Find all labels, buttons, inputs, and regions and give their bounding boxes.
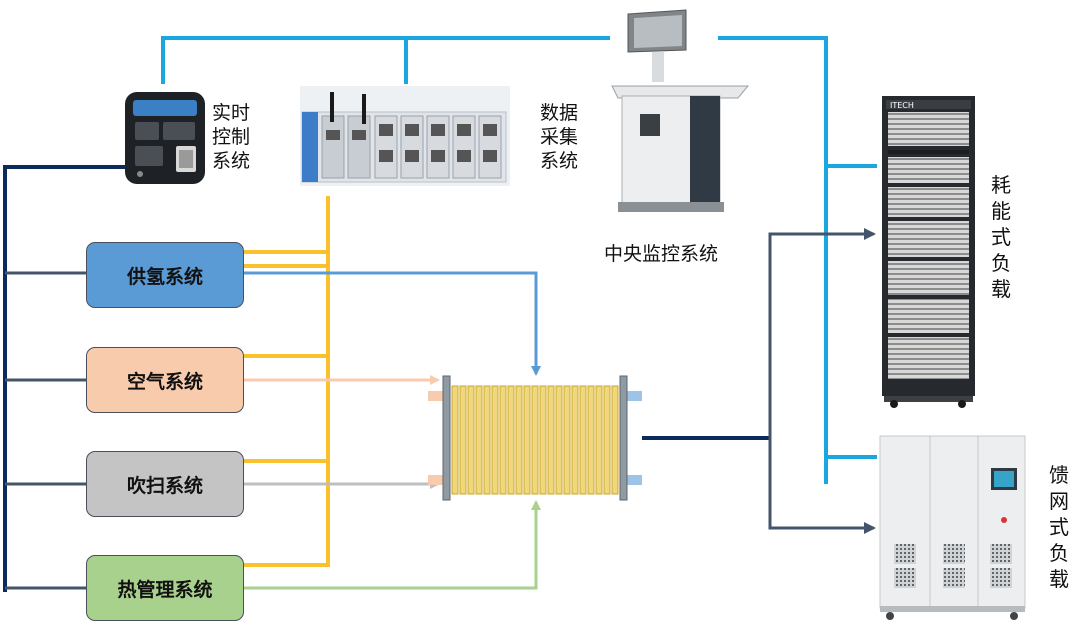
electronic-load-rack: ITECH [882,96,975,408]
data-acquisition-label: 数据采集系统 [540,102,579,172]
load-connection [642,228,876,534]
subsystem-control-links [5,271,86,590]
hydrogen-feed-line [244,271,541,376]
control-bus [3,165,125,592]
monitor-bus [161,36,877,484]
realtime-controller-device [125,92,205,184]
hydrogen-supply-box: 供氢系统 [86,242,244,308]
grid-feedback-cabinet [879,435,1026,620]
thermal-feed-line [244,500,541,590]
thermal-management-box: 热管理系统 [86,555,244,621]
purge-system-box: 吹扫系统 [86,451,244,517]
central-monitor-device [611,9,750,212]
power-consuming-load-label: 耗能式负载 [991,173,1011,301]
acquisition-bus [244,196,330,567]
air-supply-box: 空气系统 [86,347,244,413]
grid-feedback-load-label: 馈网式负载 [1049,463,1069,591]
fuel-cell-stack [428,375,642,501]
central-monitor-label: 中央监控系统 [604,243,719,265]
rack-brand-text: ITECH [890,101,914,110]
data-acquisition-device [300,86,510,186]
realtime-control-label: 实时控制系统 [212,102,251,172]
